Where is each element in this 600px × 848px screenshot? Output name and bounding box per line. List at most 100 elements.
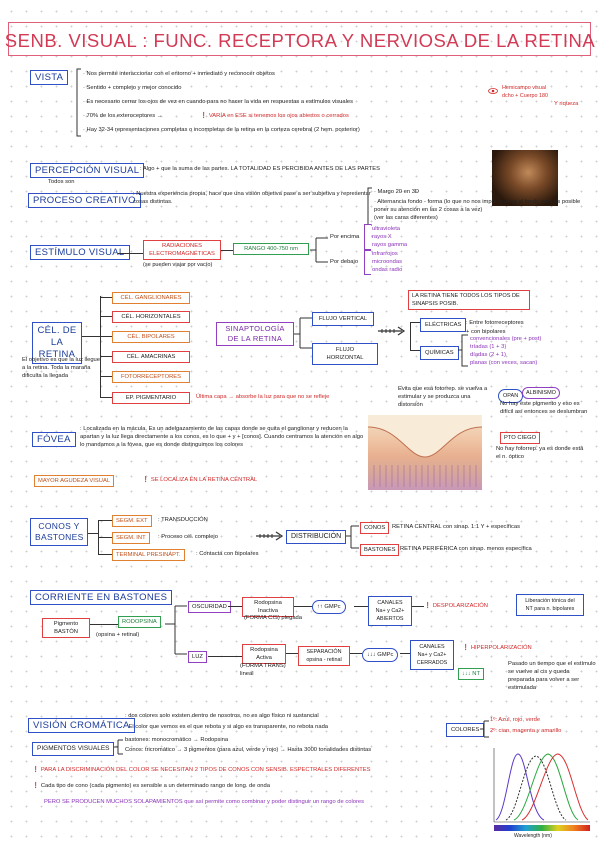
segm-branch-1 <box>98 520 112 521</box>
distribucion-box: DISTRIBUCIÓN <box>286 530 347 544</box>
encima-item-1: ultravioleta <box>372 226 401 232</box>
proceso-right-3: (ver las caras diferentes) <box>374 215 438 221</box>
debajo-bracket <box>364 250 371 275</box>
rod-inactiva-box: Rodopsina Inactiva <box>242 597 294 617</box>
canales-abiertos-box: CANALES Na+ y Ca2+ ABIERTOS <box>368 596 412 626</box>
electricas-note-2: + con bipolares <box>466 329 506 335</box>
pigmentos-bracket <box>114 739 123 755</box>
proceso-right-2: · Alternancia fondo - forma (lo que no n… <box>374 199 581 213</box>
electricas-note: : Entre fotorreceptores <box>466 320 524 326</box>
segm-ext-box: SEGM. EXT <box>112 515 152 527</box>
vista-line-4: · 70% de los exteroceptores → <box>83 113 163 119</box>
vista-line-5: · Hay 32-34 representaciones completas o… <box>83 127 360 133</box>
tipos-branch-2 <box>410 350 420 351</box>
albinismo-badge: ALBINISMO <box>522 387 560 399</box>
warning-icon: ❗ <box>424 603 432 609</box>
radiaciones-box: RADIACIONES ELECTROMAGNÉTICAS <box>143 240 221 260</box>
spectral-chart-svg <box>493 748 590 823</box>
sinapt-bracket <box>294 317 312 349</box>
debajo-item-3: ondas radio <box>372 267 403 273</box>
corriente-bracket <box>165 605 187 655</box>
warning-icon: ❗ <box>462 645 470 651</box>
section-label-percepcion: PERCEPCIÓN VISUAL <box>30 163 145 178</box>
segm-branch-2 <box>98 537 112 538</box>
canales-arrow-2 <box>400 653 410 654</box>
canales-cerrados-box: CANALES Na+ y Ca2+ CERRADOS <box>410 640 454 670</box>
fovea-localiza: ❗ SE LOCALIZA EN LA RETINA CENTRAL <box>142 476 342 484</box>
vista-side-note: Hemicampo visual dcho + Cuerpo 180 <box>502 85 549 99</box>
luz-box: LUZ <box>188 651 207 663</box>
proceso-right-1: · Margo 20 en 3D <box>374 189 420 195</box>
spectral-chart: Wavelength (nm) <box>484 744 594 842</box>
quimicas-item-1: convencionales (pre + post) <box>470 336 542 342</box>
branch-5 <box>100 376 112 377</box>
punto-ciego-box: PTO CIEGO <box>500 432 541 444</box>
cel-item-fotorreceptores: FOTORRECEPTORES <box>112 371 190 383</box>
cel-item-ep-pigmentario: EP. PIGMENTARIO <box>112 392 190 404</box>
hiperpolarizacion: ❗ HIPERPOLARIZACIÓN <box>462 644 532 652</box>
gmp-up-box: ↑↑ GMPc <box>312 600 346 614</box>
warning-icon: ❗ <box>32 783 40 789</box>
ultima-capa-note: Evita que esa fotorrep. se vuelva a esti… <box>398 386 488 408</box>
segm-branch-3 <box>98 554 112 555</box>
nt-down-box: ↓↓↓ NT <box>458 668 485 680</box>
rango-bracket <box>310 237 328 263</box>
bastones-note: RETINA PERIFÉRICA con sinap. menos espec… <box>400 546 532 552</box>
quimicas-item-4: planas (con veces, sacan) <box>470 360 538 366</box>
despol-arrow <box>412 606 424 607</box>
terminal-note: : Contacta con bipolares <box>196 551 259 557</box>
vista-side-note-2: Y riqueza <box>554 101 579 107</box>
cel-item-amacrinas: CÉL. AMACRINAS <box>112 351 190 363</box>
spectrum-bar <box>494 825 590 831</box>
fovea-text: : Localizada en la mácula. Es un adelgaz… <box>80 426 364 448</box>
rango-box: RANGO 400-750 nm <box>233 243 309 255</box>
vista-line-2: · Sentido + complejo y mejor conocido <box>83 85 182 91</box>
debajo-item-2: microondas <box>372 259 402 265</box>
percepcion-text: : Algo + que la suma de las partes. LA T… <box>140 166 380 172</box>
section-label-cel-retina: CÉL. DE LA RETINA <box>32 322 82 364</box>
colores-bracket <box>480 720 489 738</box>
vision-note-1-text: PARA LA DISCRIMINACIÓN DEL COLOR SE NECE… <box>40 767 371 773</box>
percepcion-sub: Todos son <box>48 179 75 185</box>
vista-bracket <box>76 68 81 137</box>
colores-box: COLORES <box>446 723 485 737</box>
ultima-capa-text: Última capa → absorbe la luz para que no… <box>196 394 330 400</box>
por-encima-label: Por encima <box>330 234 360 240</box>
cel-item-ganglionares: CÉL. GANGLIONARES <box>112 292 190 304</box>
branch-6 <box>100 397 112 398</box>
sinapt-arrow <box>378 326 406 336</box>
tipos-branch-1 <box>410 322 420 323</box>
rod-activa-box: Rodopsina Activa <box>242 644 286 664</box>
arrow-estimulo <box>118 253 143 254</box>
vista-warning-text: VARÍA en ESE si tenemos los ojos abierto… <box>208 113 349 119</box>
section-label-corriente: CORRIENTE EN BASTONES <box>30 590 173 605</box>
luz-arrow <box>208 656 242 657</box>
gmp-arrow-1 <box>294 606 312 607</box>
debajo-item-1: infrarrojos <box>372 251 398 257</box>
colores-item-2: 2º: cian, magenta y amarillo <box>490 728 562 734</box>
pig-item-1: bastones: monocromático → Rodopsina <box>125 737 229 743</box>
segm-ext-note: : TRANSDUCCIÓN <box>158 517 208 523</box>
quimicas-item-2: tríadas (1 + 3) <box>470 344 507 350</box>
proceso-text: : Nuestra experiencia propia, hace que u… <box>133 191 371 205</box>
pigmento-arrow <box>90 624 118 625</box>
illusion-image <box>492 150 558 206</box>
section-label-proceso: PROCESO CREATIVO <box>28 193 141 208</box>
forma-trans: (FORMA TRANS) lineal <box>240 663 286 677</box>
encima-item-2: rayos X <box>372 234 392 240</box>
section-label-sinaptologia: SINAPTOLOGÍA DE LA RETINA <box>216 322 294 346</box>
despol-note-box: Liberación tónica del NT para n. bipolar… <box>516 594 584 616</box>
canales-arrow-1 <box>354 606 368 607</box>
rodopsina-box: RODOPSINA <box>118 616 161 628</box>
warning-icon: ❗ <box>200 113 208 119</box>
pigmento-baston-box: Pigmento BASTÓN <box>42 618 90 638</box>
arrow-rango <box>221 250 233 251</box>
radiaciones-note: (se pueden viajar por vacío) <box>143 262 213 268</box>
hiperpol-note: Pasado un tiempo que el estímulo se vuel… <box>508 661 596 691</box>
tipos-trunk <box>410 322 411 350</box>
cel-retina-trunk <box>100 296 101 398</box>
separacion-box: SEPARACIÓN opsina - retinal <box>298 646 350 666</box>
por-debajo-label: Por debajo <box>330 259 359 265</box>
quimicas-item-3: díadas (2 + 1) <box>470 352 506 358</box>
vista-warning: ❗ VARÍA en ESE si tenemos los ojos abier… <box>200 112 440 120</box>
